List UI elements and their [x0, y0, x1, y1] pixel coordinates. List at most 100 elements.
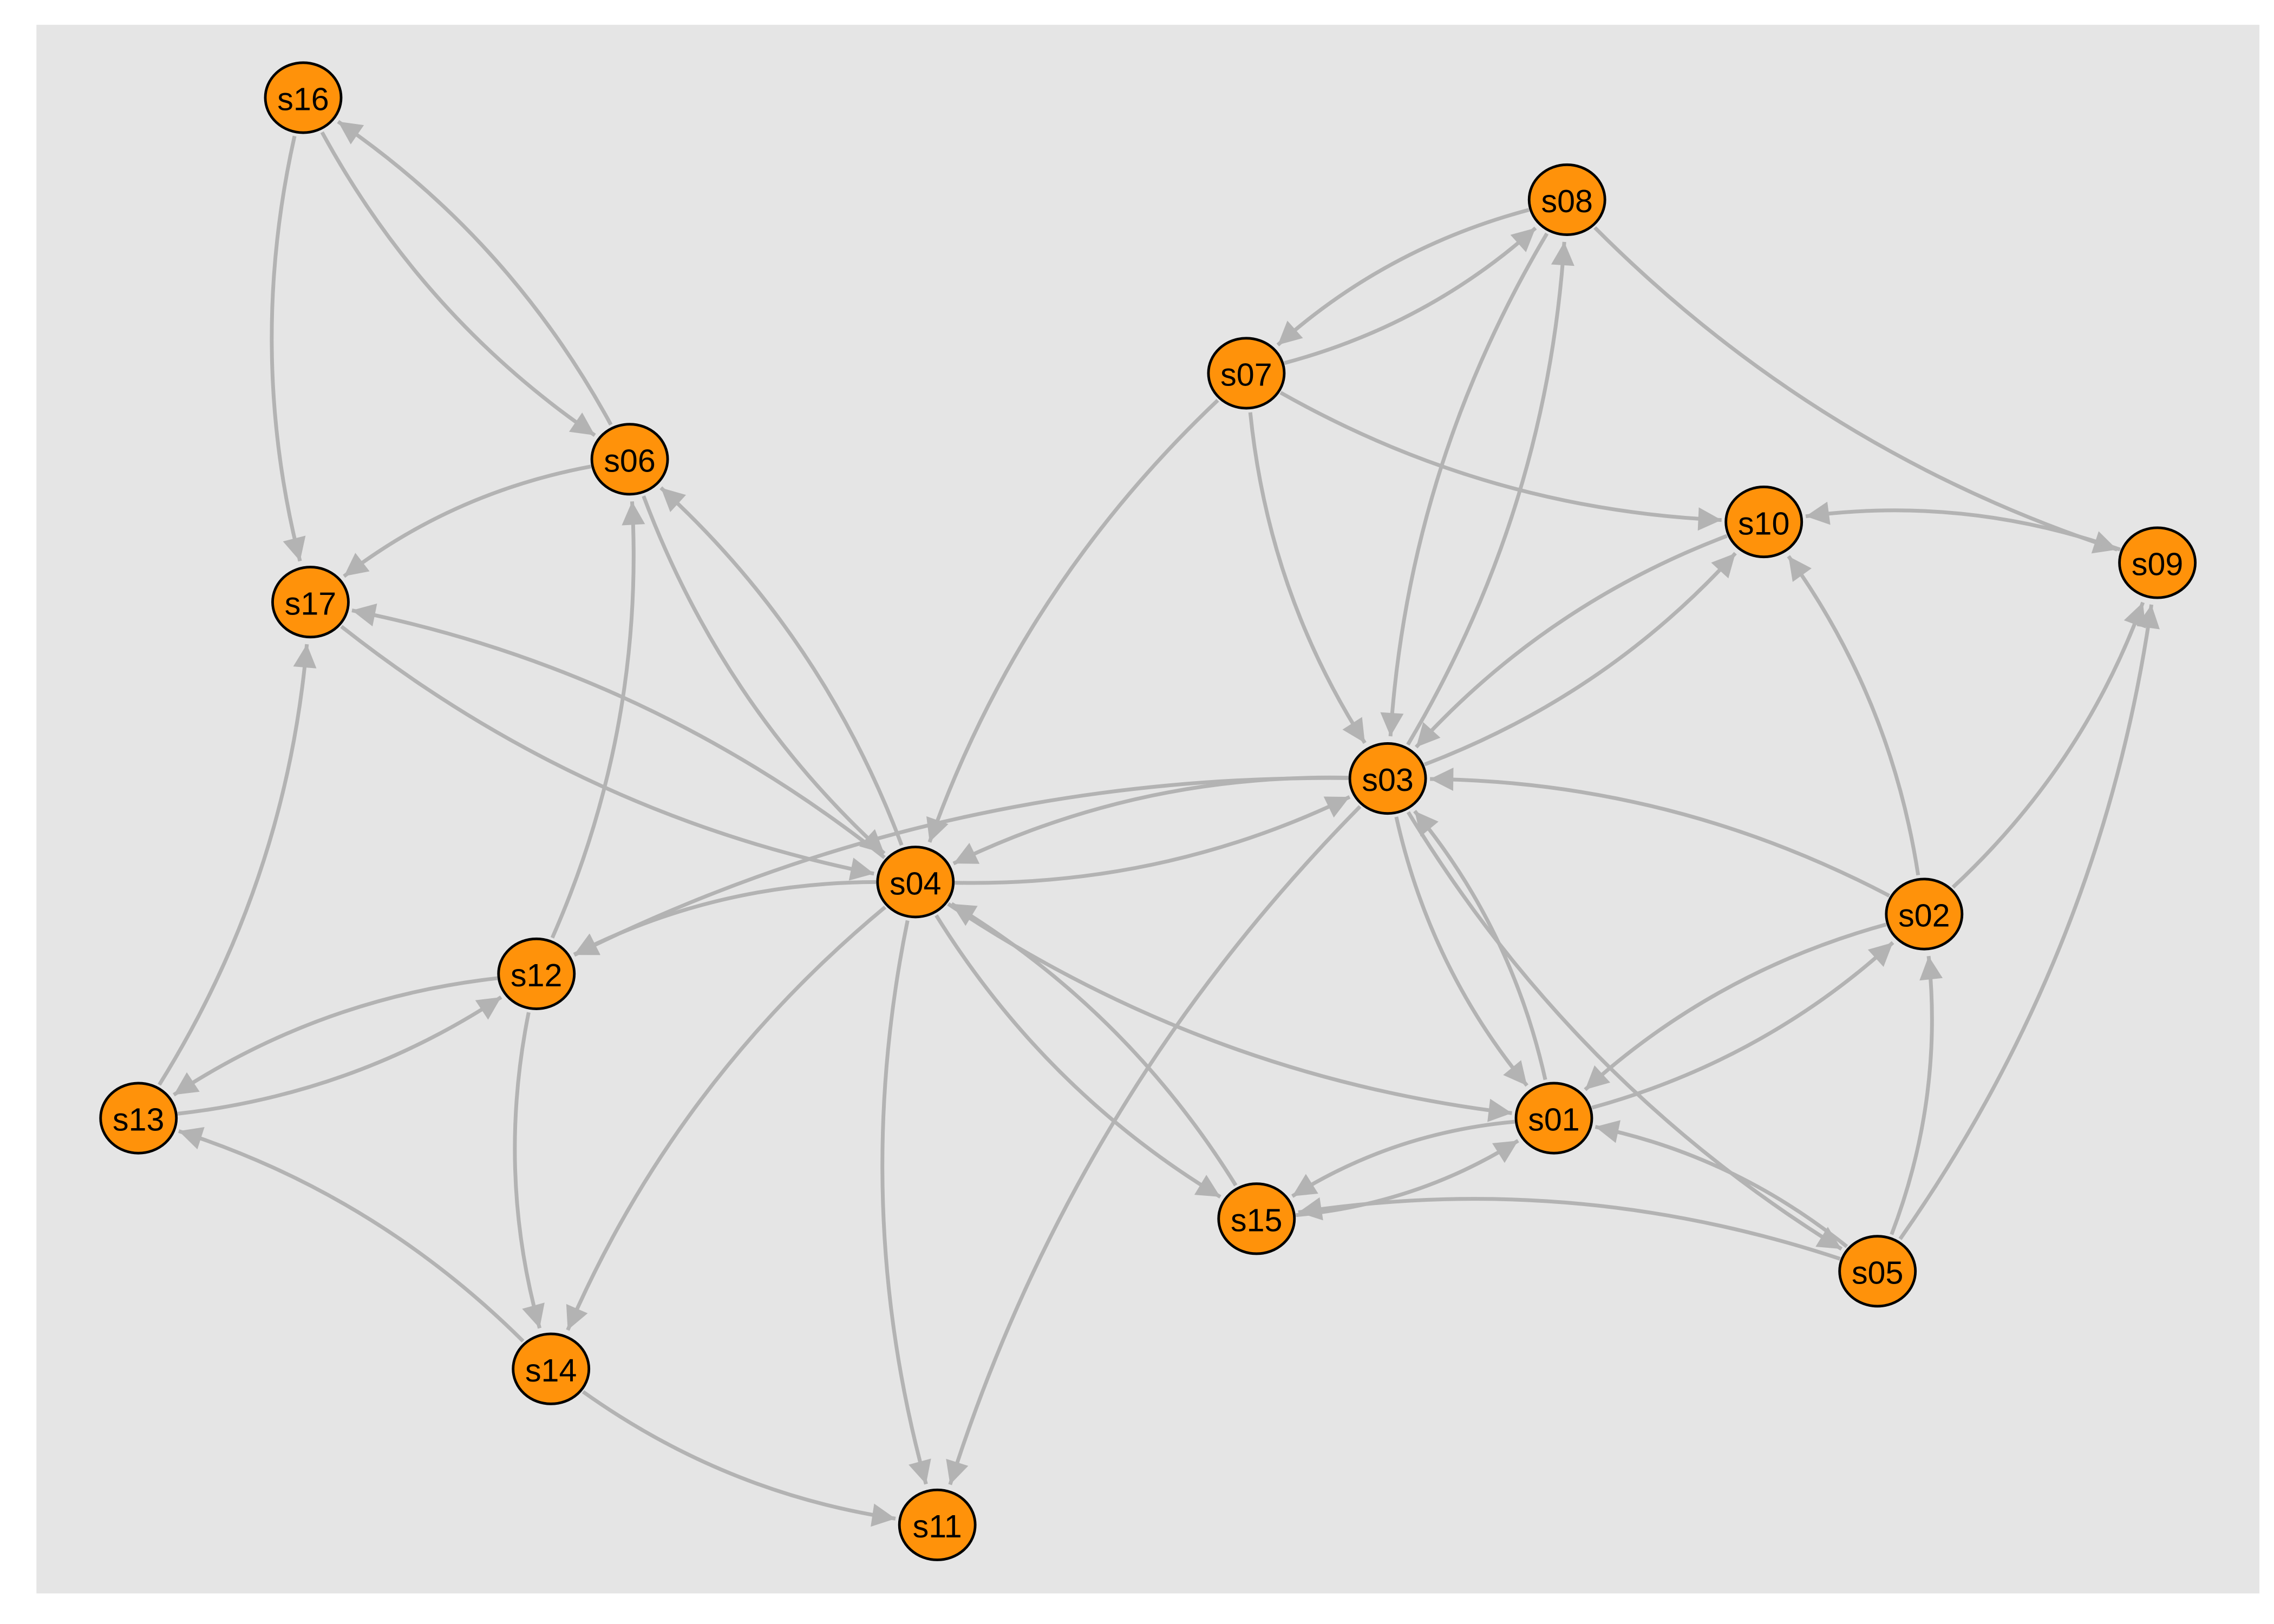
- edge-s05-to-s01: [1595, 1125, 1848, 1248]
- arrowhead-s03-to-s08: [1551, 241, 1574, 266]
- node-s16[interactable]: s16: [264, 61, 343, 134]
- arrowhead-s04-to-s11: [909, 1458, 931, 1484]
- node-circle: [590, 423, 669, 496]
- arrowhead-s14-to-s11: [871, 1503, 896, 1527]
- edge-s08-to-s07: [1276, 208, 1530, 346]
- arrowhead-s01-to-s15: [1292, 1174, 1318, 1196]
- node-s04[interactable]: s04: [876, 846, 955, 919]
- edge-s07-to-s08: [1284, 226, 1537, 365]
- edge-s03-to-s01: [1394, 816, 1528, 1087]
- arrowhead-s03-to-s10: [1711, 553, 1736, 579]
- edge-s12-to-s06: [550, 501, 636, 939]
- node-s12[interactable]: s12: [497, 937, 576, 1010]
- edge-s03-to-s12: [573, 776, 1349, 957]
- node-label: s06: [604, 442, 655, 479]
- edges-layer: [158, 120, 2160, 1527]
- arrowhead-s12-to-s06: [622, 501, 645, 526]
- edge-s08-to-s03: [1388, 232, 1549, 737]
- node-circle: [1207, 337, 1286, 410]
- node-label: s13: [113, 1102, 164, 1138]
- node-s13[interactable]: s13: [99, 1082, 178, 1155]
- edge-s02-to-s03: [1430, 777, 1891, 898]
- arrowhead-s05-to-s09: [2136, 604, 2160, 630]
- node-circle: [1885, 878, 1964, 951]
- arrowhead-s04-to-s17: [352, 603, 377, 627]
- nodes-layer: s01 s02 s03 s04 s05 s06 s07 s08 s09 s10 s11 s12 s13 s…: [99, 61, 2197, 1561]
- arrowhead-s08-to-s07: [1278, 320, 1303, 345]
- arrowhead-s02-to-s01: [1585, 1065, 1611, 1090]
- node-s14[interactable]: s14: [512, 1332, 591, 1405]
- edge-s04-to-s17: [351, 608, 886, 859]
- edge-s02-to-s01: [1584, 922, 1887, 1091]
- edge-s07-to-s03: [1248, 412, 1367, 744]
- node-label: s01: [1528, 1102, 1579, 1138]
- edge-s16-to-s17: [270, 135, 302, 562]
- arrowhead-s03-to-s05: [1815, 1227, 1842, 1249]
- arrowhead-s06-to-s17: [344, 553, 370, 577]
- edge-s14-to-s13: [178, 1129, 525, 1343]
- edge-s07-to-s04: [927, 398, 1219, 843]
- edge-s12-to-s13: [173, 976, 498, 1097]
- edge-s04-to-s11: [880, 920, 928, 1485]
- edge-s13-to-s17: [158, 644, 309, 1086]
- edge-s15-to-s04: [950, 902, 1238, 1187]
- edge-s09-to-s10: [1805, 508, 2121, 552]
- edge-s15-to-s01: [1295, 1139, 1519, 1217]
- arrowhead-s03-to-s01: [1503, 1060, 1527, 1086]
- node-circle: [1724, 486, 1803, 559]
- arrowhead-s07-to-s03: [1342, 717, 1365, 743]
- node-s08[interactable]: s08: [1527, 163, 1606, 236]
- edge-s05-to-s09: [1898, 604, 2154, 1240]
- node-circle: [1527, 163, 1606, 236]
- arrowhead-s08-to-s03: [1380, 712, 1404, 737]
- arrowhead-s05-to-s15: [1298, 1197, 1323, 1221]
- node-label: s10: [1738, 505, 1789, 541]
- node-circle: [2118, 526, 2197, 599]
- edge-s04-to-s14: [566, 906, 887, 1331]
- node-s03[interactable]: s03: [1348, 742, 1427, 815]
- edge-s04-to-s06: [659, 486, 904, 846]
- edge-s14-to-s11: [581, 1390, 896, 1521]
- node-s09[interactable]: s09: [2118, 526, 2197, 599]
- plot-panel: [36, 24, 2260, 1594]
- edge-s05-to-s15: [1298, 1197, 1841, 1261]
- arrowhead-s16-to-s17: [283, 535, 306, 561]
- node-label: s04: [890, 865, 941, 901]
- node-s07[interactable]: s07: [1207, 337, 1286, 410]
- node-label: s14: [525, 1352, 577, 1389]
- edge-s07-to-s10: [1279, 391, 1722, 522]
- arrowhead-s15-to-s01: [1492, 1141, 1518, 1163]
- node-s05[interactable]: s05: [1838, 1235, 1917, 1308]
- edge-s03-to-s10: [1423, 552, 1737, 767]
- arrowhead-s10-to-s03: [1416, 722, 1441, 748]
- edge-s05-to-s02: [1890, 955, 1934, 1235]
- edge-s08-to-s09: [1593, 226, 2118, 552]
- arrowhead-s02-to-s10: [1788, 556, 1812, 582]
- arrowhead-s04-to-s03: [1323, 796, 1350, 818]
- node-s06[interactable]: s06: [590, 423, 669, 496]
- edge-s03-to-s08: [1406, 241, 1566, 746]
- edge-s01-to-s15: [1291, 1119, 1515, 1198]
- edge-s04-to-s03: [955, 795, 1351, 885]
- node-circle: [1838, 1235, 1917, 1308]
- edge-s06-to-s17: [343, 464, 592, 578]
- edge-s02-to-s10: [1787, 555, 1920, 876]
- node-s01[interactable]: s01: [1514, 1082, 1593, 1155]
- arrowhead-s15-to-s04: [951, 903, 978, 926]
- node-s10[interactable]: s10: [1724, 486, 1803, 559]
- arrowhead-s02-to-s03: [1430, 767, 1454, 791]
- node-s02[interactable]: s02: [1885, 878, 1964, 951]
- node-label: s09: [2132, 546, 2183, 582]
- edge-s17-to-s04: [340, 625, 874, 876]
- node-circle: [497, 937, 576, 1010]
- node-circle: [876, 846, 955, 919]
- node-s11[interactable]: s11: [898, 1488, 977, 1561]
- node-label: s02: [1898, 898, 1950, 934]
- node-s15[interactable]: s15: [1217, 1182, 1296, 1255]
- edge-s02-to-s09: [1951, 601, 2145, 889]
- node-label: s08: [1541, 183, 1592, 219]
- node-circle: [512, 1332, 591, 1405]
- edge-s12-to-s14: [513, 1012, 542, 1329]
- edge-s01-to-s02: [1591, 941, 1894, 1110]
- node-s17[interactable]: s17: [271, 566, 350, 639]
